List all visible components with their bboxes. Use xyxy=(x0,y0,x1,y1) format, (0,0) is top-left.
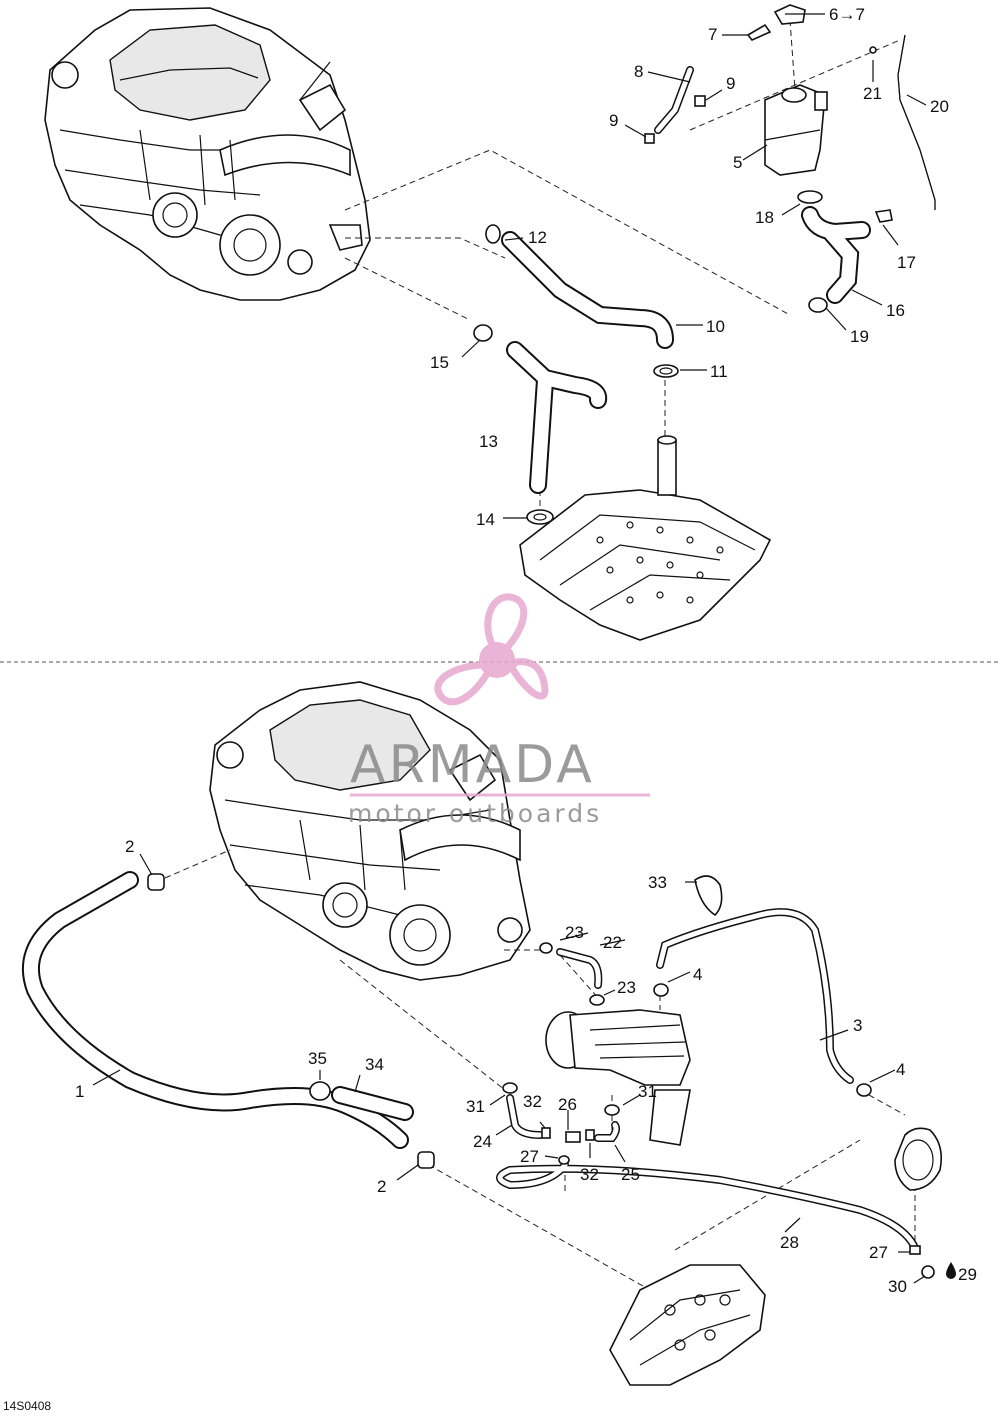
callout-3: 3 xyxy=(853,1016,862,1035)
lower-callouts: 1 2 2 3 4 4 22 23 23 24 25 26 27 27 28 2… xyxy=(75,837,977,1296)
coolant-reservoir xyxy=(764,84,828,176)
engine-lower xyxy=(209,681,531,981)
watermark-tagline: motor outboards xyxy=(348,799,602,828)
callout-1: 1 xyxy=(75,1082,84,1101)
callout-18: 18 xyxy=(755,208,774,227)
callout-29: 29 xyxy=(958,1265,977,1284)
clamp-15 xyxy=(473,324,493,342)
fitting-35 xyxy=(309,1081,331,1101)
engine-upper xyxy=(44,7,371,301)
callout-17: 17 xyxy=(897,253,916,272)
callout-21: 21 xyxy=(863,84,882,103)
pump-housing xyxy=(894,1127,943,1191)
callout-2a: 2 xyxy=(125,837,134,856)
callout-30: 30 xyxy=(888,1277,907,1296)
callout-11: 11 xyxy=(710,362,728,381)
callout-19: 19 xyxy=(850,327,869,346)
clamp-2a xyxy=(147,873,165,891)
clamp-14 xyxy=(526,509,554,525)
clamp-2b xyxy=(417,1151,435,1169)
callout-28: 28 xyxy=(780,1233,799,1252)
heat-exchanger xyxy=(545,1009,691,1146)
propeller-logo-icon xyxy=(434,593,549,706)
callout-20: 20 xyxy=(930,97,949,116)
callout-34: 34 xyxy=(365,1055,384,1074)
clamp-9b xyxy=(644,133,655,144)
clamp-9a xyxy=(694,95,706,107)
callout-13: 13 xyxy=(479,432,498,451)
callout-2b: 2 xyxy=(377,1177,386,1196)
callout-24: 24 xyxy=(473,1132,492,1151)
sealant-drop-icon xyxy=(946,1262,956,1279)
cap-gasket xyxy=(746,23,772,41)
upper-callouts: 5 6→7 7 8 9 9 10 11 12 13 14 15 16 17 18… xyxy=(430,5,949,529)
callout-4b: 4 xyxy=(896,1060,905,1079)
callout-25: 25 xyxy=(621,1165,640,1184)
callout-8: 8 xyxy=(634,62,643,81)
callout-27a: 27 xyxy=(520,1147,539,1166)
manifold-lower xyxy=(609,1264,766,1386)
callout-26: 26 xyxy=(558,1095,577,1114)
gasket-33 xyxy=(694,875,723,917)
callout-4a: 4 xyxy=(693,965,702,984)
watermark: ARMADA motor outboards xyxy=(348,593,650,828)
callout-15: 15 xyxy=(430,353,449,372)
callout-9a: 9 xyxy=(726,74,735,93)
callout-5: 5 xyxy=(733,153,742,172)
callout-6: 6→7 xyxy=(829,5,865,24)
callout-33: 33 xyxy=(648,873,667,892)
callout-23b: 23 xyxy=(617,978,636,997)
callout-12: 12 xyxy=(528,228,547,247)
callout-32a: 32 xyxy=(523,1092,542,1111)
callout-27b: 27 xyxy=(869,1243,888,1262)
callout-32b: 32 xyxy=(580,1165,599,1184)
callout-14: 14 xyxy=(476,510,495,529)
clamp-4a xyxy=(653,983,669,997)
manifold-plate-upper xyxy=(519,435,772,641)
callout-35: 35 xyxy=(308,1049,327,1068)
callout-31a: 31 xyxy=(466,1097,485,1116)
clamp-11 xyxy=(653,364,679,378)
clamp-4b xyxy=(856,1083,872,1097)
callout-16: 16 xyxy=(886,301,905,320)
callout-23a: 23 xyxy=(565,923,584,942)
clamp-12 xyxy=(485,224,501,244)
callout-7: 7 xyxy=(708,25,717,44)
watermark-brand: ARMADA xyxy=(350,735,595,795)
reference-code: 14S0408 xyxy=(3,1399,51,1413)
callout-9b: 9 xyxy=(609,111,618,130)
callout-10: 10 xyxy=(706,317,725,336)
callout-31b: 31 xyxy=(638,1082,657,1101)
callout-22: 22 xyxy=(603,933,622,952)
